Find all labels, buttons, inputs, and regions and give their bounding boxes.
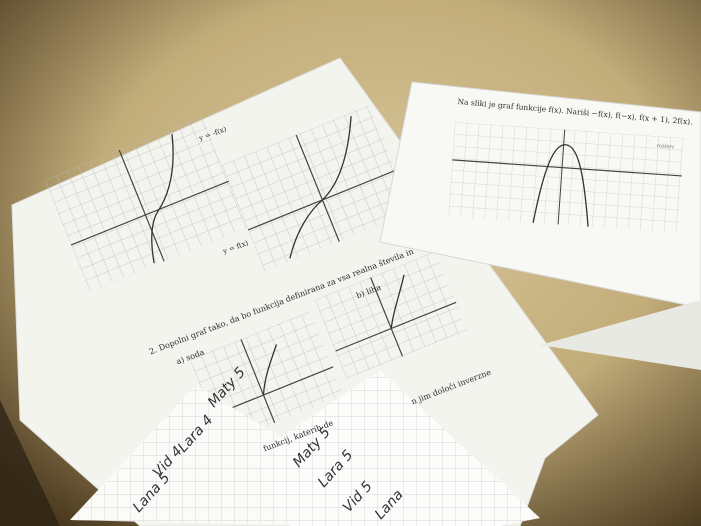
dark-corner: [0, 400, 60, 526]
shadow-sheet: [540, 300, 701, 370]
graph-odd: [315, 251, 468, 379]
note-paper-right-grid: [255, 370, 540, 526]
graph-neg-f: [45, 116, 248, 292]
parabola-graph: [448, 122, 685, 233]
graph-f: [222, 105, 414, 272]
